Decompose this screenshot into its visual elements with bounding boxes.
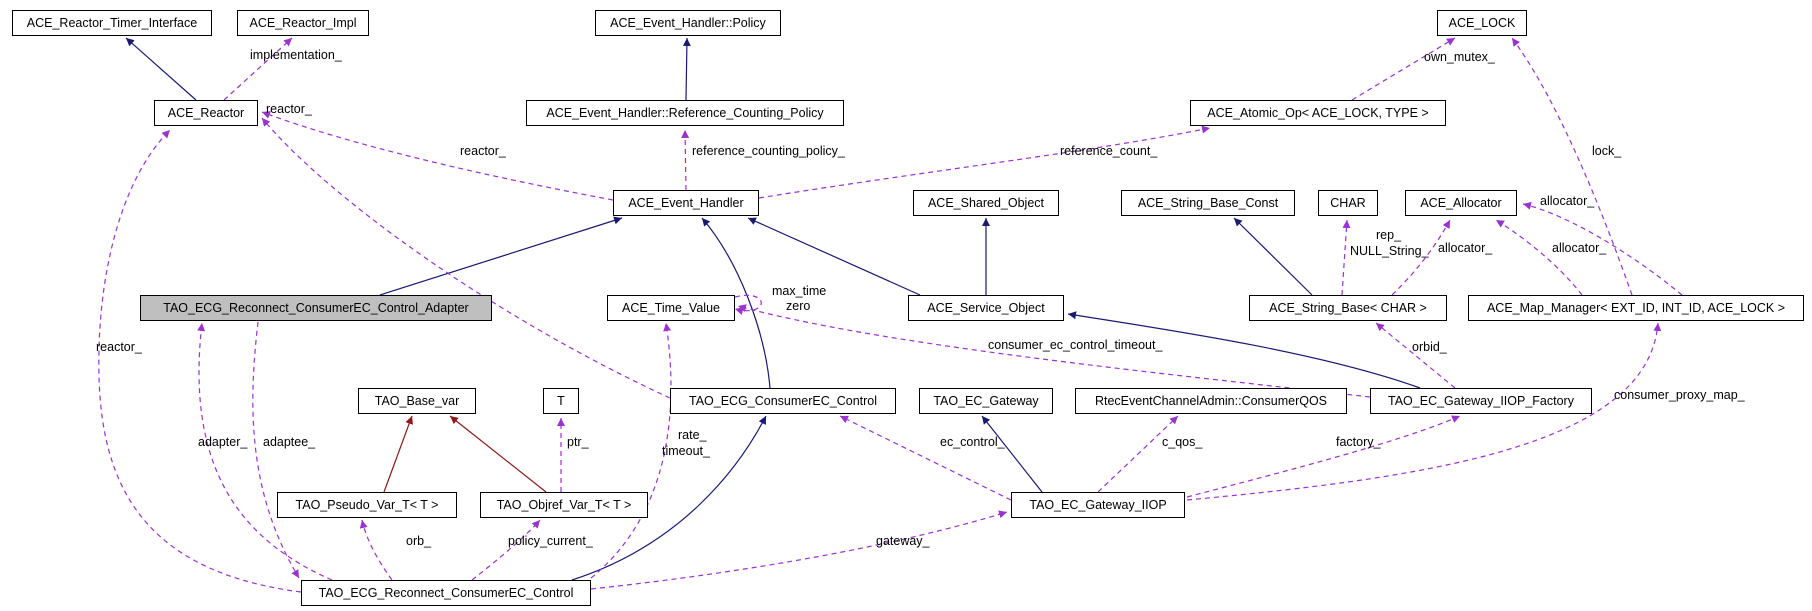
usage-edge-rate-timeout	[590, 322, 672, 579]
inheritance-edge-objref-var-to-base-var	[449, 415, 547, 493]
edge-label-adaptee: adaptee_	[263, 435, 316, 449]
edge-label-orb: orb_	[406, 534, 432, 548]
usage-edge-rep-null-string	[1341, 219, 1351, 296]
edge-label-max-time: max_time	[772, 284, 827, 298]
edge-label-reactor-3: reactor_	[96, 340, 142, 354]
class-node-tao-ec-gateway-iiop[interactable]: TAO_EC_Gateway_IIOP	[1011, 492, 1185, 518]
inheritance-edge-adapter-to-event-handler	[379, 216, 623, 296]
edge-label-consumer-ec-control-timeout: consumer_ec_control_timeout_	[988, 338, 1163, 352]
class-node-tao-objref-var-t[interactable]: TAO_Objref_Var_T< T >	[480, 492, 648, 518]
usage-edge-allocator-right	[1522, 201, 1683, 296]
edge-label-reactor-1: reactor_	[266, 102, 312, 116]
edge-label-timeout: timeout_	[662, 444, 710, 458]
usage-edge-reconnect-reactor	[98, 129, 302, 593]
class-node-tao-ec-gateway[interactable]: TAO_EC_Gateway	[919, 388, 1053, 414]
class-node-ace-service-object[interactable]: ACE_Service_Object	[908, 295, 1064, 321]
class-node-ace-map-manager[interactable]: ACE_Map_Manager< EXT_ID, INT_ID, ACE_LOC…	[1468, 295, 1804, 321]
usage-edge-orbid	[1375, 322, 1456, 389]
class-node-ace-shared-object[interactable]: ACE_Shared_Object	[913, 190, 1059, 216]
class-node-ace-reactor-impl[interactable]: ACE_Reactor_Impl	[237, 10, 369, 36]
usage-edge-ec-control	[839, 415, 1012, 501]
class-node-char[interactable]: CHAR	[1318, 190, 1378, 216]
edge-label-ec-control: ec_control_	[940, 435, 1005, 449]
usage-edge-own-mutex	[1351, 37, 1456, 101]
inheritance-edge-iiop-factory-to-service-object	[1067, 311, 1421, 389]
edge-label-lock: lock_	[1592, 144, 1622, 158]
class-node-ace-allocator[interactable]: ACE_Allocator	[1405, 190, 1517, 216]
edge-label-allocator-2: allocator_	[1438, 241, 1493, 255]
inheritance-edge-consumerec-control-to-event-handler	[701, 217, 771, 389]
class-node-ace-event-handler-reference-counting-policy[interactable]: ACE_Event_Handler::Reference_Counting_Po…	[526, 100, 844, 126]
inheritance-edge-service-object-to-event-handler	[747, 217, 921, 296]
edge-label-allocator-1: allocator_	[1540, 194, 1595, 208]
class-node-tao-base-var[interactable]: TAO_Base_var	[358, 388, 476, 414]
edge-label-orbid: orbid_	[1412, 340, 1447, 354]
class-node-ace-reactor[interactable]: ACE_Reactor	[154, 100, 258, 126]
usage-edge-allocator-string-base	[1391, 219, 1451, 296]
class-node-t[interactable]: T	[543, 388, 579, 414]
edge-label-gateway: gateway_	[876, 534, 930, 548]
usage-edge-adapter	[197, 322, 333, 581]
usage-edge-orb	[359, 519, 393, 581]
class-node-tao-ec-gateway-iiop-factory[interactable]: TAO_EC_Gateway_IIOP_Factory	[1370, 388, 1592, 414]
edge-label-c-qos: c_qos_	[1162, 435, 1203, 449]
edge-label-zero: zero	[786, 299, 811, 313]
class-node-ace-lock[interactable]: ACE_LOCK	[1437, 10, 1527, 36]
class-node-ace-time-value[interactable]: ACE_Time_Value	[607, 295, 735, 321]
usage-edge-consumerec-reactor	[261, 117, 671, 399]
inheritance-edge-refcounting-policy-to-policy	[682, 37, 691, 101]
edge-label-implementation: implementation_	[250, 48, 342, 62]
class-node-tao-pseudo-var-t[interactable]: TAO_Pseudo_Var_T< T >	[277, 492, 457, 518]
class-node-rteceventchanneladmin-consumerqos[interactable]: RtecEventChannelAdmin::ConsumerQOS	[1075, 388, 1347, 414]
usage-edge-reference-counting-policy	[681, 129, 690, 191]
edge-label-ptr: ptr_	[567, 435, 589, 449]
usage-edge-adaptee	[252, 321, 300, 579]
edge-label-reactor-2: reactor_	[460, 144, 506, 158]
edge-label-policy-current: policy_current_	[508, 534, 593, 548]
edge-label-reference-count: reference_count_	[1060, 144, 1158, 158]
usage-edge-gateway	[590, 510, 1008, 590]
edge-label-rep: rep_	[1376, 228, 1402, 242]
class-node-ace-event-handler-policy[interactable]: ACE_Event_Handler::Policy	[595, 10, 781, 36]
usage-edge-consumer-ec-control-timeout	[737, 304, 1371, 398]
class-node-ace-reactor-timer-interface[interactable]: ACE_Reactor_Timer_Interface	[12, 10, 212, 36]
usage-edge-factory	[1186, 415, 1461, 498]
inheritance-edge-string-base-to-string-base-const	[1233, 217, 1313, 296]
inheritance-edge-reactor-to-timer-interface	[125, 37, 197, 101]
edge-label-adapter: adapter_	[198, 435, 248, 449]
inheritance-edge-reconnect-to-consumerec-control	[571, 415, 767, 581]
edge-label-null-string: NULL_String_	[1350, 244, 1429, 258]
usage-edge-c-qos	[1097, 415, 1179, 493]
edge-label-consumer-proxy-map: consumer_proxy_map_	[1614, 388, 1745, 402]
edge-label-rate: rate_	[678, 428, 707, 442]
class-node-tao-ecg-reconnect-consumerec-control[interactable]: TAO_ECG_Reconnect_ConsumerEC_Control	[301, 580, 591, 606]
inheritance-edge-gateway-iiop-to-gateway	[981, 415, 1043, 493]
edge-label-reference-counting-policy: reference_counting_policy_	[692, 144, 845, 158]
edge-label-factory: factory_	[1336, 435, 1381, 449]
class-node-tao-ecg-reconnect-consumerec-control-adapter[interactable]: TAO_ECG_Reconnect_ConsumerEC_Control_Ada…	[140, 295, 492, 321]
usage-edge-allocator-map-manager	[1495, 219, 1583, 296]
class-node-ace-event-handler[interactable]: ACE_Event_Handler	[613, 190, 759, 216]
usage-edge-reference-count	[758, 125, 1211, 199]
class-node-ace-atomic-op[interactable]: ACE_Atomic_Op< ACE_LOCK, TYPE >	[1190, 100, 1446, 126]
usage-edge-policy-current	[471, 519, 541, 581]
edge-label-own-mutex: own_mutex_	[1424, 50, 1495, 64]
edge-label-allocator-3: allocator_	[1552, 241, 1607, 255]
class-node-tao-ecg-consumerec-control[interactable]: TAO_ECG_ConsumerEC_Control	[670, 388, 896, 414]
class-node-ace-string-base[interactable]: ACE_String_Base< CHAR >	[1249, 295, 1447, 321]
class-node-ace-string-base-const[interactable]: ACE_String_Base_Const	[1121, 190, 1295, 216]
usage-edge-implementation	[223, 37, 293, 101]
usage-edge-lock	[1511, 37, 1633, 296]
inheritance-edge-pseudo-var-to-base-var	[383, 415, 413, 493]
